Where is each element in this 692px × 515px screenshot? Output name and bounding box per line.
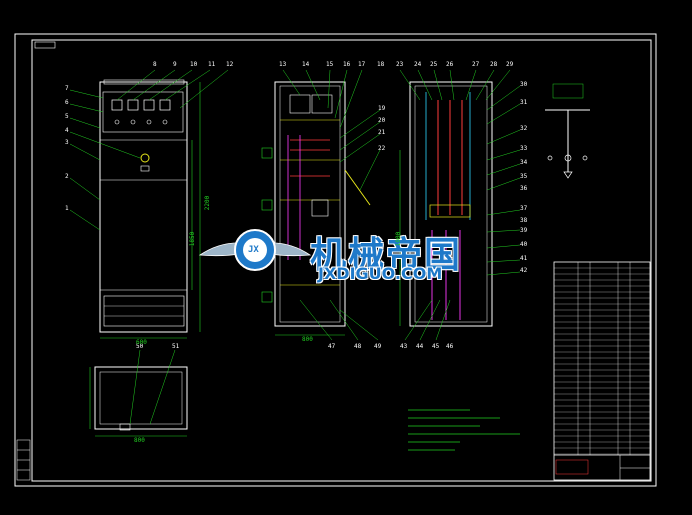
- callout-front-5: 5: [65, 113, 69, 120]
- callout-right-36: 36: [520, 185, 528, 192]
- callout-mid-18: 18: [377, 61, 385, 68]
- parts-table: [553, 261, 651, 481]
- callout-bottom-50: 50: [136, 343, 144, 350]
- callout-mid-20: 20: [378, 117, 386, 124]
- left-margin-strip: [16, 439, 31, 481]
- callout-right-40: 40: [520, 241, 528, 248]
- dim-front-inner: 1850: [189, 231, 197, 247]
- dim-side-depth: 1000: [395, 231, 403, 247]
- section-view: [261, 69, 381, 336]
- callout-bottom-46: 46: [446, 343, 454, 350]
- dim-front-width: 600: [136, 339, 147, 346]
- callout-right-34: 34: [520, 159, 528, 166]
- callout-bottom-49: 49: [374, 343, 382, 350]
- callout-front-10: 10: [190, 61, 198, 68]
- callout-right-33: 33: [520, 145, 528, 152]
- callout-mid-15: 15: [326, 61, 334, 68]
- callout-right-28: 28: [490, 61, 498, 68]
- callout-mid-14: 14: [302, 61, 310, 68]
- watermark-cn: 机械帝国: [310, 235, 463, 276]
- callout-front-3: 3: [65, 139, 69, 146]
- callout-right-41: 41: [520, 255, 528, 262]
- callout-bottom-51: 51: [172, 343, 180, 350]
- callout-mid-22: 22: [378, 145, 386, 152]
- outer-frame: [14, 33, 657, 487]
- callout-bottom-48: 48: [354, 343, 362, 350]
- callout-bottom-43: 43: [400, 343, 408, 350]
- callout-front-7: 7: [65, 85, 69, 92]
- inner-frame: [31, 39, 652, 482]
- callout-right-30: 30: [520, 81, 528, 88]
- callout-right-29: 29: [506, 61, 514, 68]
- logo-letters: JX: [248, 245, 259, 255]
- callout-right-35: 35: [520, 173, 528, 180]
- callout-front-2: 2: [65, 173, 69, 180]
- plan-view: [89, 349, 188, 437]
- callout-front-6: 6: [65, 99, 69, 106]
- notes-block: [408, 409, 520, 451]
- callout-mid-17: 17: [358, 61, 366, 68]
- callout-right-39: 39: [520, 227, 528, 234]
- callout-mid-13: 13: [279, 61, 287, 68]
- callout-front-4: 4: [65, 127, 69, 134]
- watermark-en: JXDIGUO.COM: [318, 264, 443, 283]
- watermark-logo: [198, 229, 312, 271]
- callout-right-27: 27: [472, 61, 480, 68]
- callout-right-26: 26: [446, 61, 454, 68]
- callout-bottom-44: 44: [416, 343, 424, 350]
- schematic: [545, 83, 590, 179]
- callout-front-11: 11: [208, 61, 216, 68]
- callout-bottom-47: 47: [328, 343, 336, 350]
- callout-front-9: 9: [173, 61, 177, 68]
- callout-right-23: 23: [396, 61, 404, 68]
- dim-base-depth: 800: [134, 437, 145, 444]
- callout-front-8: 8: [153, 61, 157, 68]
- corner-tag: [34, 41, 56, 49]
- dim-front-height: 2200: [204, 195, 212, 211]
- callout-right-37: 37: [520, 205, 528, 212]
- callout-right-25: 25: [430, 61, 438, 68]
- callout-mid-21: 21: [378, 129, 386, 136]
- side-view: [299, 69, 521, 341]
- callout-right-32: 32: [520, 125, 528, 132]
- callout-right-24: 24: [414, 61, 422, 68]
- callout-right-42: 42: [520, 267, 528, 274]
- callout-mid-16: 16: [343, 61, 351, 68]
- callout-right-38: 38: [520, 217, 528, 224]
- callout-right-31: 31: [520, 99, 528, 106]
- callout-front-12: 12: [226, 61, 234, 68]
- callout-bottom-45: 45: [432, 343, 440, 350]
- callout-mid-19: 19: [378, 105, 386, 112]
- dim-mid-width: 800: [302, 336, 313, 343]
- callout-front-1: 1: [65, 205, 69, 212]
- front-view: [69, 69, 229, 339]
